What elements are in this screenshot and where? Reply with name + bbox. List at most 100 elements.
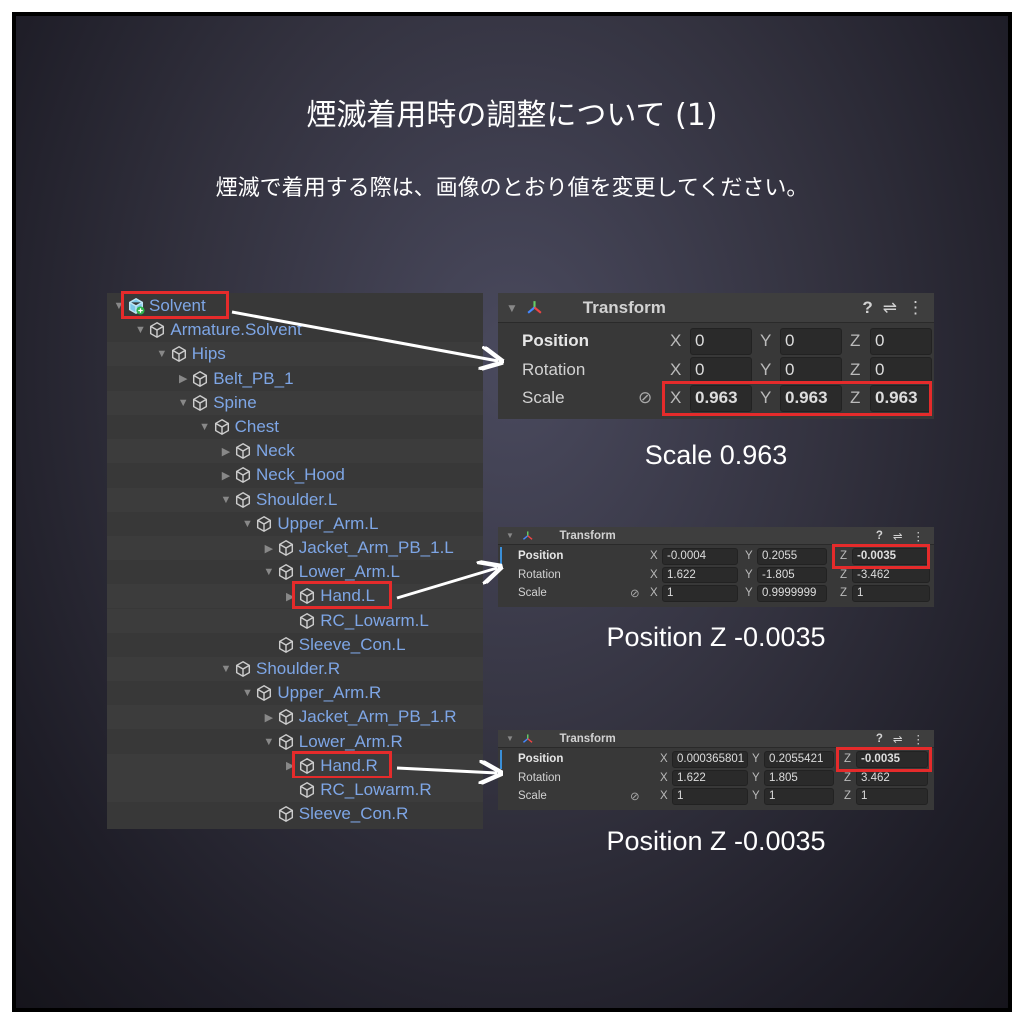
collapse-icon[interactable]: ▼ — [506, 300, 518, 315]
hierarchy-item[interactable]: RC_Lowarm.L — [107, 608, 483, 633]
rotation-y-field[interactable]: 0 — [780, 356, 842, 383]
expand-right-icon[interactable]: ▶ — [221, 469, 231, 482]
row-label: Scale — [518, 790, 547, 803]
hierarchy-item[interactable]: ▼Armature.Solvent — [107, 318, 483, 342]
constrain-proportions-link-icon[interactable]: ⊘ — [630, 791, 640, 804]
axis-label: Y — [760, 359, 772, 379]
gameobject-cube-icon — [277, 636, 295, 654]
settings-sliders-icon[interactable]: ⇌ — [882, 297, 897, 317]
component-title: Transform — [582, 297, 666, 317]
scale-x-field[interactable]: 0.963 — [690, 385, 752, 412]
gameobject-cube-icon — [234, 491, 252, 509]
scale-y-field[interactable]: 0.9999999 — [757, 585, 827, 602]
hierarchy-item[interactable]: ▶Belt_PB_1 — [107, 367, 483, 391]
expand-down-icon[interactable]: ▼ — [199, 421, 211, 433]
axis-label: X — [650, 587, 658, 600]
hierarchy-item-label: Solvent — [149, 296, 206, 315]
gameobject-cube-icon — [213, 418, 231, 436]
more-menu-icon[interactable]: ⋮ — [907, 297, 924, 317]
more-menu-icon[interactable]: ⋮ — [912, 530, 925, 543]
rotation-x-field[interactable]: 1.622 — [662, 566, 738, 583]
hierarchy-item[interactable]: ▼Lower_Arm.L — [107, 560, 483, 584]
expand-down-icon[interactable]: ▼ — [177, 396, 189, 409]
expand-right-icon[interactable]: ▶ — [285, 760, 295, 773]
position-y-field[interactable]: 0.2055 — [757, 548, 827, 565]
expand-right-icon[interactable]: ▶ — [221, 445, 231, 458]
expand-down-icon[interactable]: ▼ — [113, 300, 125, 312]
expand-down-icon[interactable]: ▼ — [263, 566, 275, 579]
expand-right-icon[interactable]: ▶ — [285, 590, 295, 603]
collapse-icon[interactable]: ▼ — [506, 734, 514, 743]
more-menu-icon[interactable]: ⋮ — [912, 733, 925, 746]
expand-down-icon[interactable]: ▼ — [156, 348, 168, 361]
scale-y-field[interactable]: 1 — [764, 788, 834, 805]
settings-sliders-icon[interactable]: ⇌ — [892, 733, 903, 746]
expand-right-icon[interactable]: ▶ — [178, 373, 188, 386]
hierarchy-item[interactable]: ▼Shoulder.L — [107, 487, 483, 512]
hierarchy-item[interactable]: ▼Lower_Arm.R — [107, 730, 483, 754]
help-icon[interactable]: ? — [875, 732, 883, 745]
hierarchy-item[interactable]: Sleeve_Con.L — [107, 633, 483, 657]
help-icon[interactable]: ? — [875, 529, 883, 542]
hierarchy-item[interactable]: ▼Shoulder.R — [107, 657, 483, 681]
help-icon[interactable]: ? — [862, 297, 873, 317]
expand-right-icon[interactable]: ▶ — [264, 711, 274, 724]
position-x-field[interactable]: -0.0004 — [662, 548, 738, 565]
arrow-solvent-to-scale — [231, 310, 498, 361]
position-y-field[interactable]: 0 — [780, 328, 842, 355]
hierarchy-item[interactable]: RC_Lowarm.R — [107, 778, 483, 802]
hierarchy-item[interactable]: ▶Jacket_Arm_PB_1.L — [107, 536, 483, 560]
hierarchy-item[interactable]: ▼Chest — [107, 415, 483, 439]
hierarchy-item[interactable]: ▶Neck_Hood — [107, 463, 483, 487]
position-x-field[interactable]: 0 — [690, 328, 752, 355]
rotation-x-field[interactable]: 0 — [690, 356, 752, 383]
hierarchy-item[interactable]: ▼ Solvent — [107, 294, 483, 318]
hierarchy-item[interactable]: Sleeve_Con.R — [107, 802, 483, 826]
position-x-field[interactable]: 0.000365801 — [672, 751, 748, 768]
scale-z-field[interactable]: 0.963 — [870, 385, 932, 412]
rotation-y-field[interactable]: -1.805 — [757, 566, 827, 583]
hierarchy-item[interactable]: ▶Jacket_Arm_PB_1.R — [107, 705, 483, 730]
hierarchy-item-label: Sleeve_Con.R — [298, 804, 409, 824]
collapse-icon[interactable]: ▼ — [506, 531, 514, 540]
scale-z-field[interactable]: 1 — [856, 788, 928, 805]
constrain-proportions-link-icon[interactable]: ⊘ — [630, 588, 640, 601]
axis-label: X — [670, 331, 682, 351]
expand-down-icon[interactable]: ▼ — [241, 517, 253, 530]
constrain-proportions-link-icon[interactable]: ⊘ — [638, 388, 653, 408]
expand-down-icon[interactable]: ▼ — [263, 735, 275, 748]
scale-x-field[interactable]: 1 — [662, 585, 738, 602]
position-y-field[interactable]: 0.2055421 — [764, 751, 834, 768]
arrow-handr-to-position — [396, 768, 497, 773]
hierarchy-item[interactable]: ▼Upper_Arm.L — [107, 512, 483, 536]
expand-down-icon[interactable]: ▼ — [241, 687, 253, 700]
hierarchy-item[interactable]: ▼Spine — [107, 390, 483, 415]
rotation-y-field[interactable]: 1.805 — [764, 769, 834, 786]
row-label: Position — [522, 331, 590, 351]
hierarchy-item[interactable]: ▶Neck — [107, 439, 483, 464]
rotation-x-field[interactable]: 1.622 — [672, 769, 748, 786]
expand-down-icon[interactable]: ▼ — [220, 493, 232, 506]
axis-label: Z — [844, 771, 852, 784]
scale-z-field[interactable]: 1 — [852, 585, 930, 602]
position-z-field[interactable]: -0.0035 — [856, 751, 928, 768]
expand-right-icon[interactable]: ▶ — [264, 542, 274, 555]
expand-down-icon[interactable]: ▼ — [134, 324, 146, 337]
scale-y-field[interactable]: 0.963 — [780, 385, 842, 412]
axis-label: X — [660, 771, 668, 784]
settings-sliders-icon[interactable]: ⇌ — [892, 530, 903, 543]
scale-x-field[interactable]: 1 — [672, 788, 748, 805]
axis-label: Z — [840, 550, 848, 563]
position-z-field[interactable]: 0 — [870, 328, 932, 355]
hierarchy-item[interactable]: ▼Upper_Arm.R — [107, 681, 483, 705]
expand-down-icon[interactable]: ▼ — [220, 663, 232, 675]
rotation-z-field[interactable]: 3.462 — [856, 769, 928, 786]
axis-label: Z — [844, 790, 852, 803]
gameobject-cube-icon — [191, 370, 209, 388]
position-z-field[interactable]: -0.0035 — [852, 548, 930, 565]
